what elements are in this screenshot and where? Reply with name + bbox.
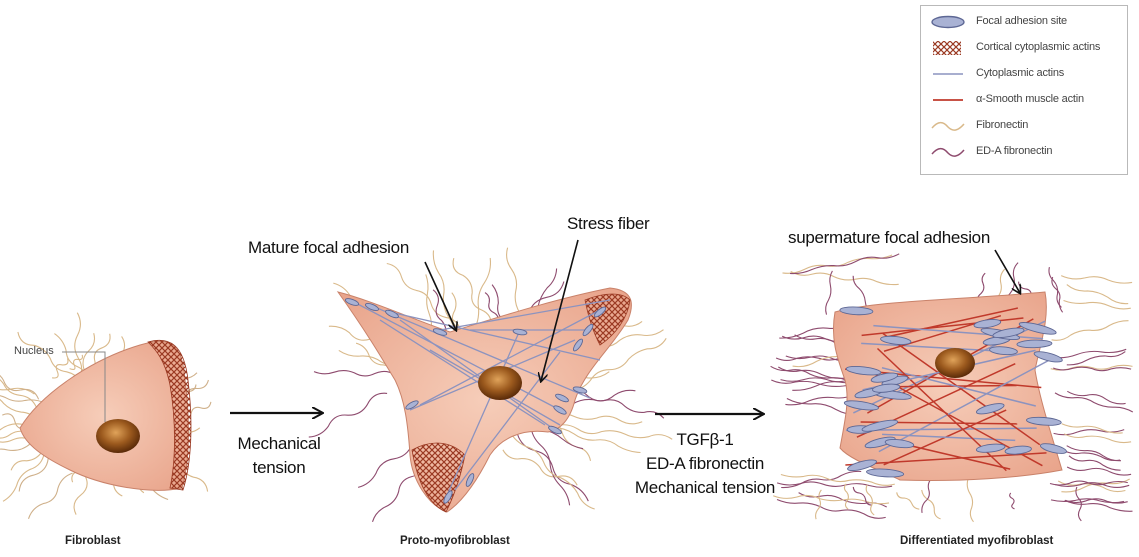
proto-nucleus — [478, 366, 522, 400]
supermature-focal-adhesion-label: supermature focal adhesion — [788, 228, 990, 248]
fibronectin-fiber — [1067, 467, 1131, 475]
fibronectin-fiber — [29, 473, 73, 519]
focal-adhesion-site — [1033, 350, 1063, 364]
fibronectin-fiber — [1067, 352, 1126, 365]
legend-label: α-Smooth muscle actin — [976, 93, 1084, 105]
arrow-2-line-3: Mechanical tension — [630, 476, 780, 500]
fibroblast-cell — [0, 313, 211, 519]
fibronectin-fiber — [826, 271, 833, 315]
arrow-2-line-2: ED-A fibronectin — [630, 452, 780, 476]
legend: Focal adhesion site Cortical cytoplasmic… — [920, 5, 1128, 175]
fibronectin-fiber — [1064, 301, 1131, 309]
arrow-1-label: Mechanical tension — [236, 432, 322, 480]
mature-focal-adhesion-label: Mature focal adhesion — [248, 238, 409, 258]
fibronectin-fiber — [75, 313, 82, 380]
proto-myofibroblast-cell — [309, 248, 672, 522]
differentiated-nucleus — [935, 348, 975, 378]
fibronectin-fiber — [897, 492, 920, 509]
legend-label: ED-A fibronectin — [976, 145, 1052, 157]
straight-line-icon — [929, 90, 967, 110]
differentiated-myofibroblast-caption: Differentiated myofibroblast — [900, 535, 1053, 547]
legend-item-eda-fibronectin: ED-A fibronectin — [929, 142, 1125, 162]
fibroblast-nucleus — [96, 419, 140, 453]
arrow-1-line-1: Mechanical — [236, 432, 322, 456]
fibronectin-fiber — [52, 358, 68, 378]
legend-item-fibronectin: Fibronectin — [929, 116, 1125, 136]
fibronectin-fiber — [866, 485, 874, 515]
wavy-line-icon — [929, 116, 967, 136]
fibronectin-fiber — [922, 490, 941, 519]
fibronectin-fiber — [517, 434, 588, 501]
legend-label: Cortical cytoplasmic actins — [976, 41, 1100, 53]
differentiated-myofibroblast-cell — [771, 254, 1133, 522]
fibronectin-fiber — [844, 484, 848, 509]
fibronectin-fiber — [1052, 321, 1129, 341]
legend-item-sma: α-Smooth muscle actin — [929, 90, 1125, 110]
proto-myofibroblast-caption: Proto-myofibroblast — [400, 535, 510, 547]
arrow-2-line-1: TGFβ-1 — [630, 428, 780, 452]
fibronectin-fiber — [967, 479, 973, 522]
legend-label: Cytoplasmic actins — [976, 67, 1064, 79]
supermature-adhesion-pointer — [995, 250, 1020, 293]
arrow-1-line-2: tension — [236, 456, 322, 480]
legend-label: Fibronectin — [976, 119, 1028, 131]
legend-label: Focal adhesion site — [976, 15, 1067, 27]
fibronectin-fiber — [791, 272, 899, 285]
crosshatch-icon — [929, 38, 967, 58]
focal-adhesion-icon — [929, 12, 967, 32]
wavy-line-icon — [929, 142, 967, 162]
fibronectin-fiber — [314, 371, 395, 376]
fibronectin-fiber — [1067, 285, 1128, 304]
fibronectin-fiber — [1064, 434, 1131, 443]
fibronectin-fiber — [1010, 493, 1015, 509]
fibronectin-fiber — [1055, 393, 1133, 412]
straight-line-icon — [929, 64, 967, 84]
stress-fiber-label: Stress fiber — [567, 214, 649, 234]
legend-item-cortical-actin: Cortical cytoplasmic actins — [929, 38, 1125, 58]
fibronectin-fiber — [1061, 276, 1132, 284]
fibroblast-caption: Fibroblast — [65, 535, 121, 547]
fibronectin-fiber — [309, 393, 387, 437]
nucleus-label: Nucleus — [14, 345, 54, 357]
legend-item-focal-adhesion: Focal adhesion site — [929, 12, 1125, 32]
arrow-2-label: TGFβ-1 ED-A fibronectin Mechanical tensi… — [630, 428, 780, 500]
legend-item-cytoplasmic-actin: Cytoplasmic actins — [929, 64, 1125, 84]
